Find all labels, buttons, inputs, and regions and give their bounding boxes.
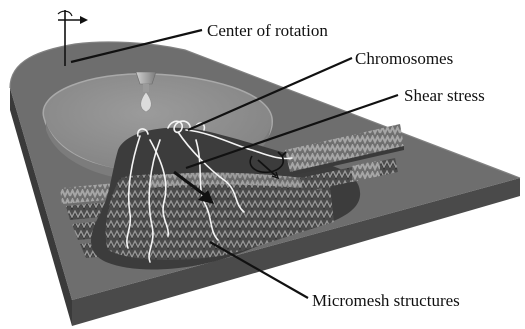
label-shear-stress: Shear stress (404, 86, 485, 105)
label-chromosomes: Chromosomes (355, 49, 453, 68)
label-center-of-rotation: Center of rotation (207, 21, 328, 40)
label-micromesh-structures: Micromesh structures (312, 291, 460, 310)
